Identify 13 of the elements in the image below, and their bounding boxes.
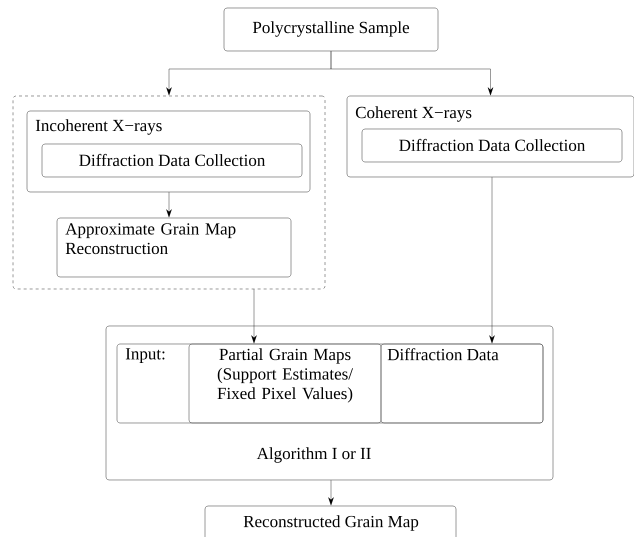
- arrow: [328, 480, 334, 506]
- process-box: Polycrystalline Sample: [224, 8, 438, 52]
- process-box: Approximate Grain Map Reconstruction: [56, 218, 292, 278]
- input-box: Partial Grain Maps (Support Estimates/ Fixed Pixel Values): [188, 344, 382, 424]
- arrow: [330, 51, 494, 96]
- process-box: Diffraction Data Collection: [362, 128, 622, 162]
- dashed-group-box: [12, 96, 326, 290]
- arrow: [489, 177, 495, 344]
- process-box: Reconstructed Grain Map: [204, 506, 456, 537]
- arrow: [251, 289, 257, 344]
- process-box: Diffraction Data Collection: [42, 144, 302, 178]
- input-box: Diffraction Data: [380, 344, 544, 424]
- arrow: [166, 192, 172, 218]
